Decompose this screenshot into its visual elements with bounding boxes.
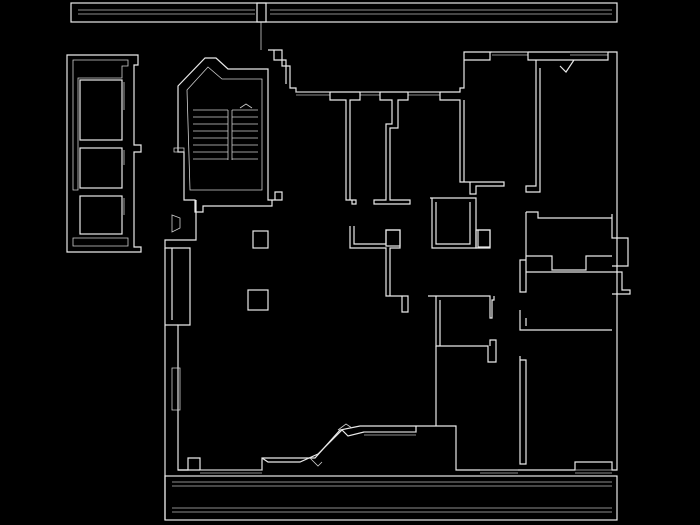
columns	[247, 229, 491, 311]
bottom-facade-band	[164, 475, 618, 521]
column-3	[385, 229, 401, 247]
column-4	[477, 229, 491, 248]
elevator-car-2	[79, 147, 123, 189]
elevator-car-1	[79, 79, 123, 141]
column-1	[252, 230, 269, 249]
outer-wall	[164, 49, 618, 520]
elevator-car-3	[79, 195, 123, 235]
elevator-block	[66, 54, 142, 253]
column-2	[247, 289, 269, 311]
interior-partitions	[329, 60, 631, 465]
top-facade-band	[70, 2, 618, 50]
stair-core	[171, 57, 283, 233]
